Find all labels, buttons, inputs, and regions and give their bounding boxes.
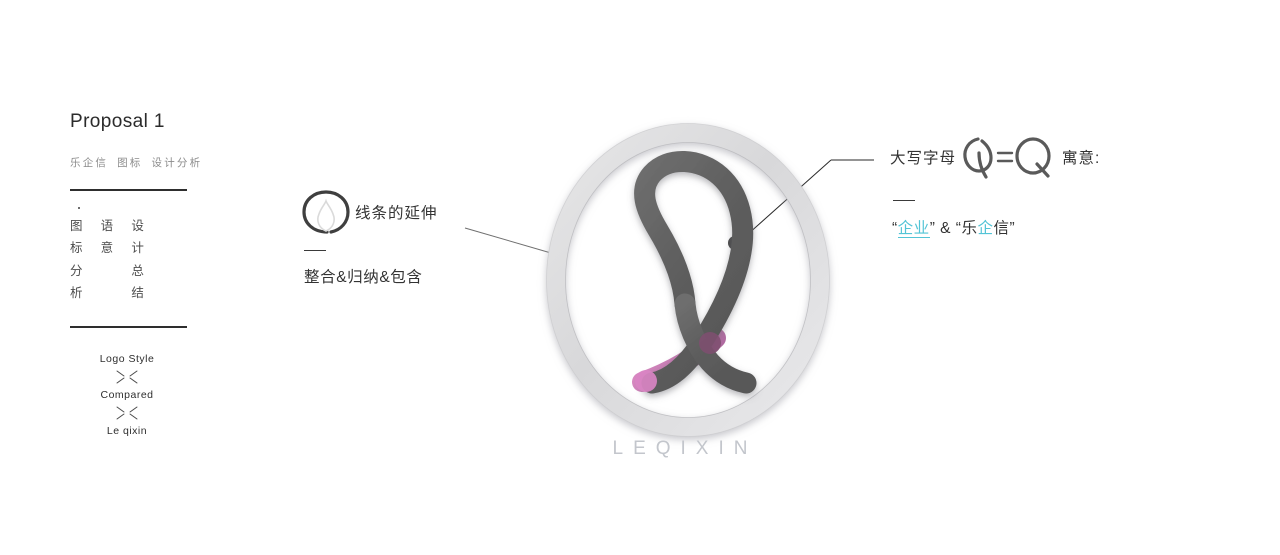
divider-bottom <box>70 325 187 328</box>
glyph-cell: 结 <box>131 286 145 301</box>
annotation-right: 大写字母 寓意: “企业” & “乐企信” <box>890 130 1230 239</box>
annotation-right-label: 大写字母 <box>890 150 957 167</box>
sidebar-nav: 乐企信 图标 设计分析 <box>70 155 200 170</box>
x-cross-icon <box>84 366 170 388</box>
glyph-row: 标 意 计 <box>70 237 162 260</box>
sub-part: 信” <box>993 220 1016 238</box>
logo-svg <box>546 123 830 437</box>
annotation-left-row: 线条的延伸 <box>300 188 560 236</box>
annotation-right-tail: 寓意: <box>1062 150 1101 167</box>
logo-artwork <box>520 100 860 490</box>
divider-bottom-wrap <box>70 325 200 328</box>
bullet-dot-icon <box>78 206 80 209</box>
divider-top <box>70 188 187 191</box>
glyph-cell: 总 <box>131 263 145 278</box>
logo-wordmark: LEQIXIN <box>612 438 758 459</box>
sub-part-highlight: 企业 <box>897 220 930 239</box>
glyph-row: 分 总 <box>70 260 162 283</box>
glyph-cell: 设 <box>131 218 145 233</box>
q-equals-q-icon <box>963 137 1051 179</box>
sub-part-highlight: 企 <box>977 220 994 238</box>
style-label-le-qixin: Le qixin <box>106 424 148 437</box>
annotation-left-heading: 线条的延伸 <box>355 205 438 222</box>
inner-loop <box>634 151 757 394</box>
sidebar-nav-item-1[interactable]: 图标 <box>117 156 143 169</box>
sidebar-nav-item-2[interactable]: 设计分析 <box>151 156 203 169</box>
glyph-cell <box>101 260 132 283</box>
accent-dot <box>635 332 721 392</box>
sidebar: Proposal 1 乐企信 图标 设计分析 图 语 设 标 意 计 分 总 析… <box>70 111 200 438</box>
glyph-row: 图 语 设 <box>70 215 162 238</box>
page-title: Proposal 1 <box>70 111 165 132</box>
glyph-row: 析 结 <box>70 282 162 305</box>
annotation-left-subtext: 整合&归纳&包含 <box>304 269 423 287</box>
annotation-left: 线条的延伸 整合&归纳&包含 <box>300 188 560 287</box>
mini-logo-ring-icon <box>302 190 350 234</box>
logo-style-block: Logo Style Compared <box>84 352 170 438</box>
style-label-logo-style: Logo Style <box>99 352 155 365</box>
sub-part: ” & “乐 <box>929 220 978 238</box>
glyph-cell: 标 <box>70 241 84 256</box>
outer-ring <box>546 123 830 437</box>
glyph-cell <box>101 282 132 305</box>
glyph-cell: 图 <box>70 218 84 233</box>
glyph-cell: 计 <box>131 241 145 256</box>
annotation-right-row: 大写字母 寓意: <box>890 130 1230 184</box>
glyph-grid: 图 语 设 标 意 计 分 总 析 结 <box>70 215 162 305</box>
x-cross-icon <box>84 402 170 424</box>
glyph-cell: 析 <box>70 286 84 301</box>
style-label-compared: Compared <box>100 388 154 401</box>
glyph-cell: 语 <box>100 218 114 233</box>
annotation-right-dash <box>893 200 915 202</box>
sidebar-nav-item-0[interactable]: 乐企信 <box>70 156 109 169</box>
sub-part: “ <box>892 220 898 238</box>
annotation-right-subtext: “企业” & “乐企信” <box>892 216 1230 239</box>
glyph-cell: 意 <box>100 241 114 256</box>
annotation-left-dash <box>304 250 326 252</box>
glyph-cell: 分 <box>70 263 84 278</box>
